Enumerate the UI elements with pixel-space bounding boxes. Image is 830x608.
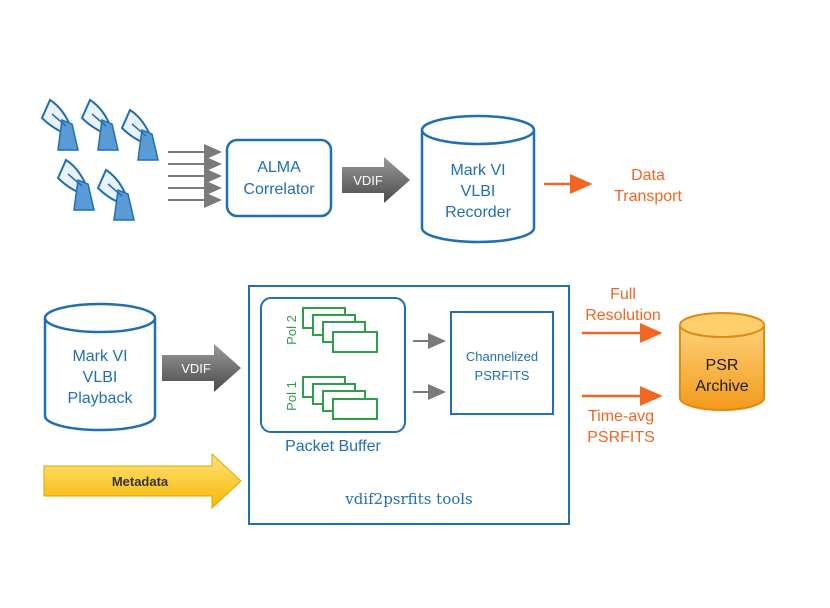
metadata-label: Metadata [112,474,169,489]
vdif-label-top: VDIF [353,173,383,188]
packet-buffer-label: Packet Buffer [285,438,381,455]
radio-dish-array [41,99,159,221]
metadata-arrow: Metadata [43,452,242,510]
playback-label-1: Mark VI [72,348,127,365]
pol1-packet-stack [302,376,378,420]
pol2-label: Pol 2 [284,315,299,345]
correlator-label-2: Correlator [243,181,315,198]
radio-dish-icon [97,169,135,221]
archive-label-2: Archive [695,378,748,395]
full-resolution-label-2: Resolution [585,307,661,324]
vdif-label-bottom: VDIF [181,361,211,376]
recorder-label-1: Mark VI [450,162,505,179]
full-resolution-label-1: Full [610,286,636,303]
psr-archive-cylinder: PSR Archive [679,312,765,411]
channelized-label-2: PSRFITS [475,368,530,383]
mark-vi-recorder-cylinder: Mark VI VLBI Recorder [420,114,536,244]
antenna-input-arrows [168,144,222,208]
time-avg-label-1: Time-avg [588,408,654,425]
vdif-arrow-bottom: VDIF [162,344,241,392]
time-avg-label-2: PSRFITS [587,429,655,446]
mark-vi-playback-cylinder: Mark VI VLBI Playback [43,302,157,432]
recorder-label-3: Recorder [445,204,511,221]
pol1-label: Pol 1 [284,381,299,411]
playback-label-3: Playback [68,390,134,407]
radio-dish-icon [81,99,119,151]
radio-dish-icon [57,159,95,211]
recorder-label-2: VLBI [461,183,496,200]
vdif-arrow-top: VDIF [342,157,410,203]
tools-label: vdif2psrfits tools [344,490,473,508]
playback-label-2: VLBI [83,369,118,386]
alma-correlator-box: ALMA Correlator [225,138,333,218]
channelized-psrfits-box: Channelized PSRFITS [450,311,554,415]
transport-label-2: Transport [614,188,682,205]
transport-label-1: Data [631,167,665,184]
channelized-label-1: Channelized [466,349,538,364]
radio-dish-icon [121,109,159,161]
archive-label-1: PSR [706,357,739,374]
correlator-label-1: ALMA [257,159,301,176]
pol2-packet-stack [302,307,378,353]
radio-dish-icon [41,99,79,151]
